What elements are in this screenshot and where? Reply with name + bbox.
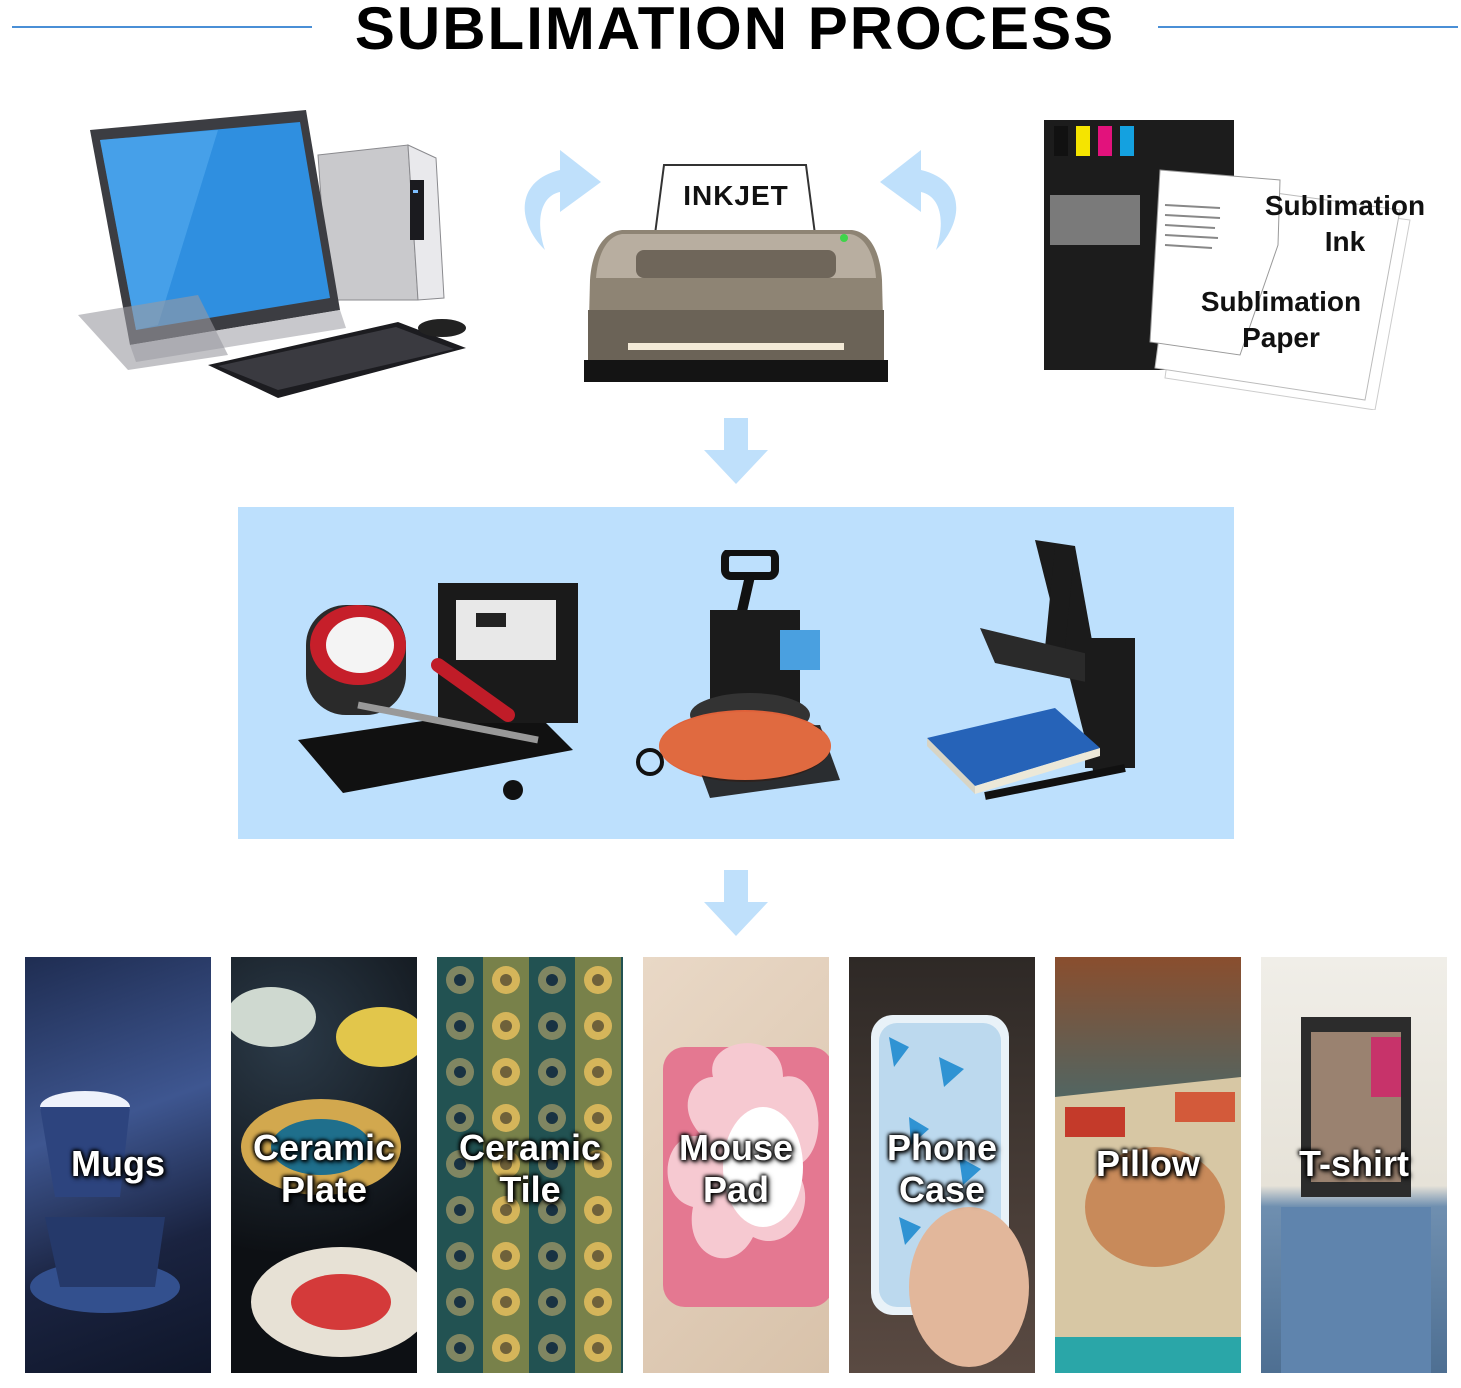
- product-label-text: Ceramic Plate: [252, 1127, 396, 1210]
- title-line-left: [12, 26, 312, 28]
- product-tile-mouse-pad: Mouse Pad: [643, 957, 829, 1373]
- product-label: Mouse Pad: [678, 1127, 793, 1210]
- product-label: T-shirt: [1298, 1143, 1409, 1184]
- computer-illustration: [78, 110, 466, 398]
- product-tile-mugs: Mugs: [25, 957, 211, 1373]
- ink-and-paper-illustration: [1044, 120, 1411, 410]
- flat-heat-press-icon: [927, 540, 1135, 800]
- product-tile-ceramic-plate: Ceramic Plate: [231, 957, 417, 1373]
- product-label: Phone Case: [886, 1127, 997, 1210]
- keyboard-icon: [208, 322, 466, 398]
- product-label: Pillow: [1095, 1143, 1200, 1184]
- sublimation-paper-label: Sublimation Paper: [1200, 286, 1362, 353]
- product-tile-t-shirt: T-shirt: [1261, 957, 1447, 1373]
- inkjet-printer-illustration: [584, 164, 888, 382]
- plate-press-icon: [636, 550, 840, 798]
- product-tile-ceramic-tile: Ceramic Tile: [437, 957, 623, 1373]
- product-tile-phone-case: Phone Case: [849, 957, 1035, 1373]
- curved-arrow-right-icon: [880, 150, 957, 250]
- title-line-right: [1158, 26, 1458, 28]
- mouse-icon: [418, 319, 466, 337]
- down-arrow-icon: [704, 870, 768, 936]
- pc-tower-icon: [317, 144, 445, 301]
- curved-arrow-left-icon: [524, 150, 601, 250]
- down-arrow-icon: [704, 418, 768, 484]
- page-title: SUBLIMATION PROCESS: [354, 0, 1116, 62]
- product-label: Ceramic Tile: [458, 1127, 602, 1210]
- product-label: Ceramic Plate: [231, 1127, 417, 1211]
- sublimation-paper-icon: [1149, 169, 1411, 410]
- product-tile-pillow: Pillow: [1055, 957, 1241, 1373]
- printer-paper-label: INKJET: [683, 180, 789, 211]
- sublimation-ink-label: Sublimation Ink: [1264, 190, 1426, 257]
- product-label: Mugs: [71, 1143, 165, 1184]
- mug-press-icon: [298, 583, 578, 800]
- monitor-icon: [78, 110, 346, 370]
